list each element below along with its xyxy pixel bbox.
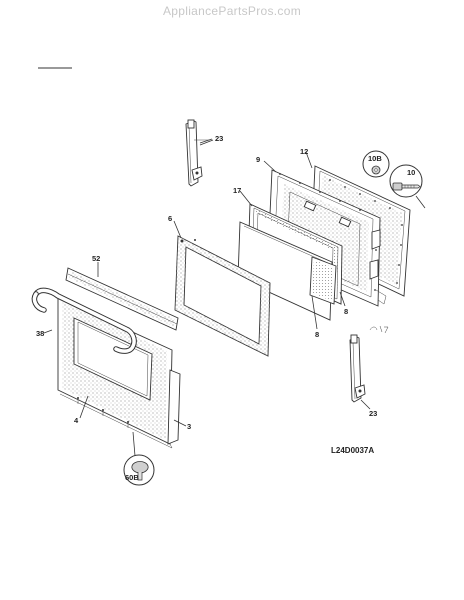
hinge-part-23-bottom <box>349 334 366 403</box>
callout-9: 9 <box>256 155 260 164</box>
door-top-trim-52 <box>65 267 179 331</box>
handwritten-mark <box>369 325 389 334</box>
window-gasket-8 <box>309 256 337 305</box>
callout-10: 10 <box>407 168 415 177</box>
site-header: AppliancePartsPros.com <box>163 4 301 18</box>
callout-52: 52 <box>92 254 100 263</box>
callout-60b: 60B <box>125 473 139 482</box>
callout-3: 3 <box>187 422 191 431</box>
door-handle-38 <box>31 287 137 354</box>
callout-8-lower: 8 <box>315 330 319 339</box>
screw-callout-10 <box>389 164 426 209</box>
washer-callout-10b <box>362 150 390 178</box>
callout-4: 4 <box>74 416 79 425</box>
callout-labels: 23 12 9 10B 10 17 6 52 8 8 38 4 3 23 60B… <box>36 134 415 482</box>
callout-38: 38 <box>36 329 44 338</box>
callout-10b: 10B <box>368 154 382 163</box>
callout-23-top: 23 <box>215 134 223 143</box>
hinge-part-23-top <box>185 119 213 187</box>
callout-8-upper: 8 <box>344 307 348 316</box>
diagram-code: L24D0037A <box>331 446 374 455</box>
leader-lines <box>43 139 371 427</box>
door-frame-6 <box>174 235 271 357</box>
outer-door-panel-3 <box>57 297 181 449</box>
callout-6: 6 <box>168 214 172 223</box>
callout-23-bottom: 23 <box>369 409 377 418</box>
clip-callout-60b <box>123 431 155 486</box>
door-glass-panel <box>237 221 333 321</box>
callout-17: 17 <box>233 186 241 195</box>
callout-12: 12 <box>300 147 308 156</box>
